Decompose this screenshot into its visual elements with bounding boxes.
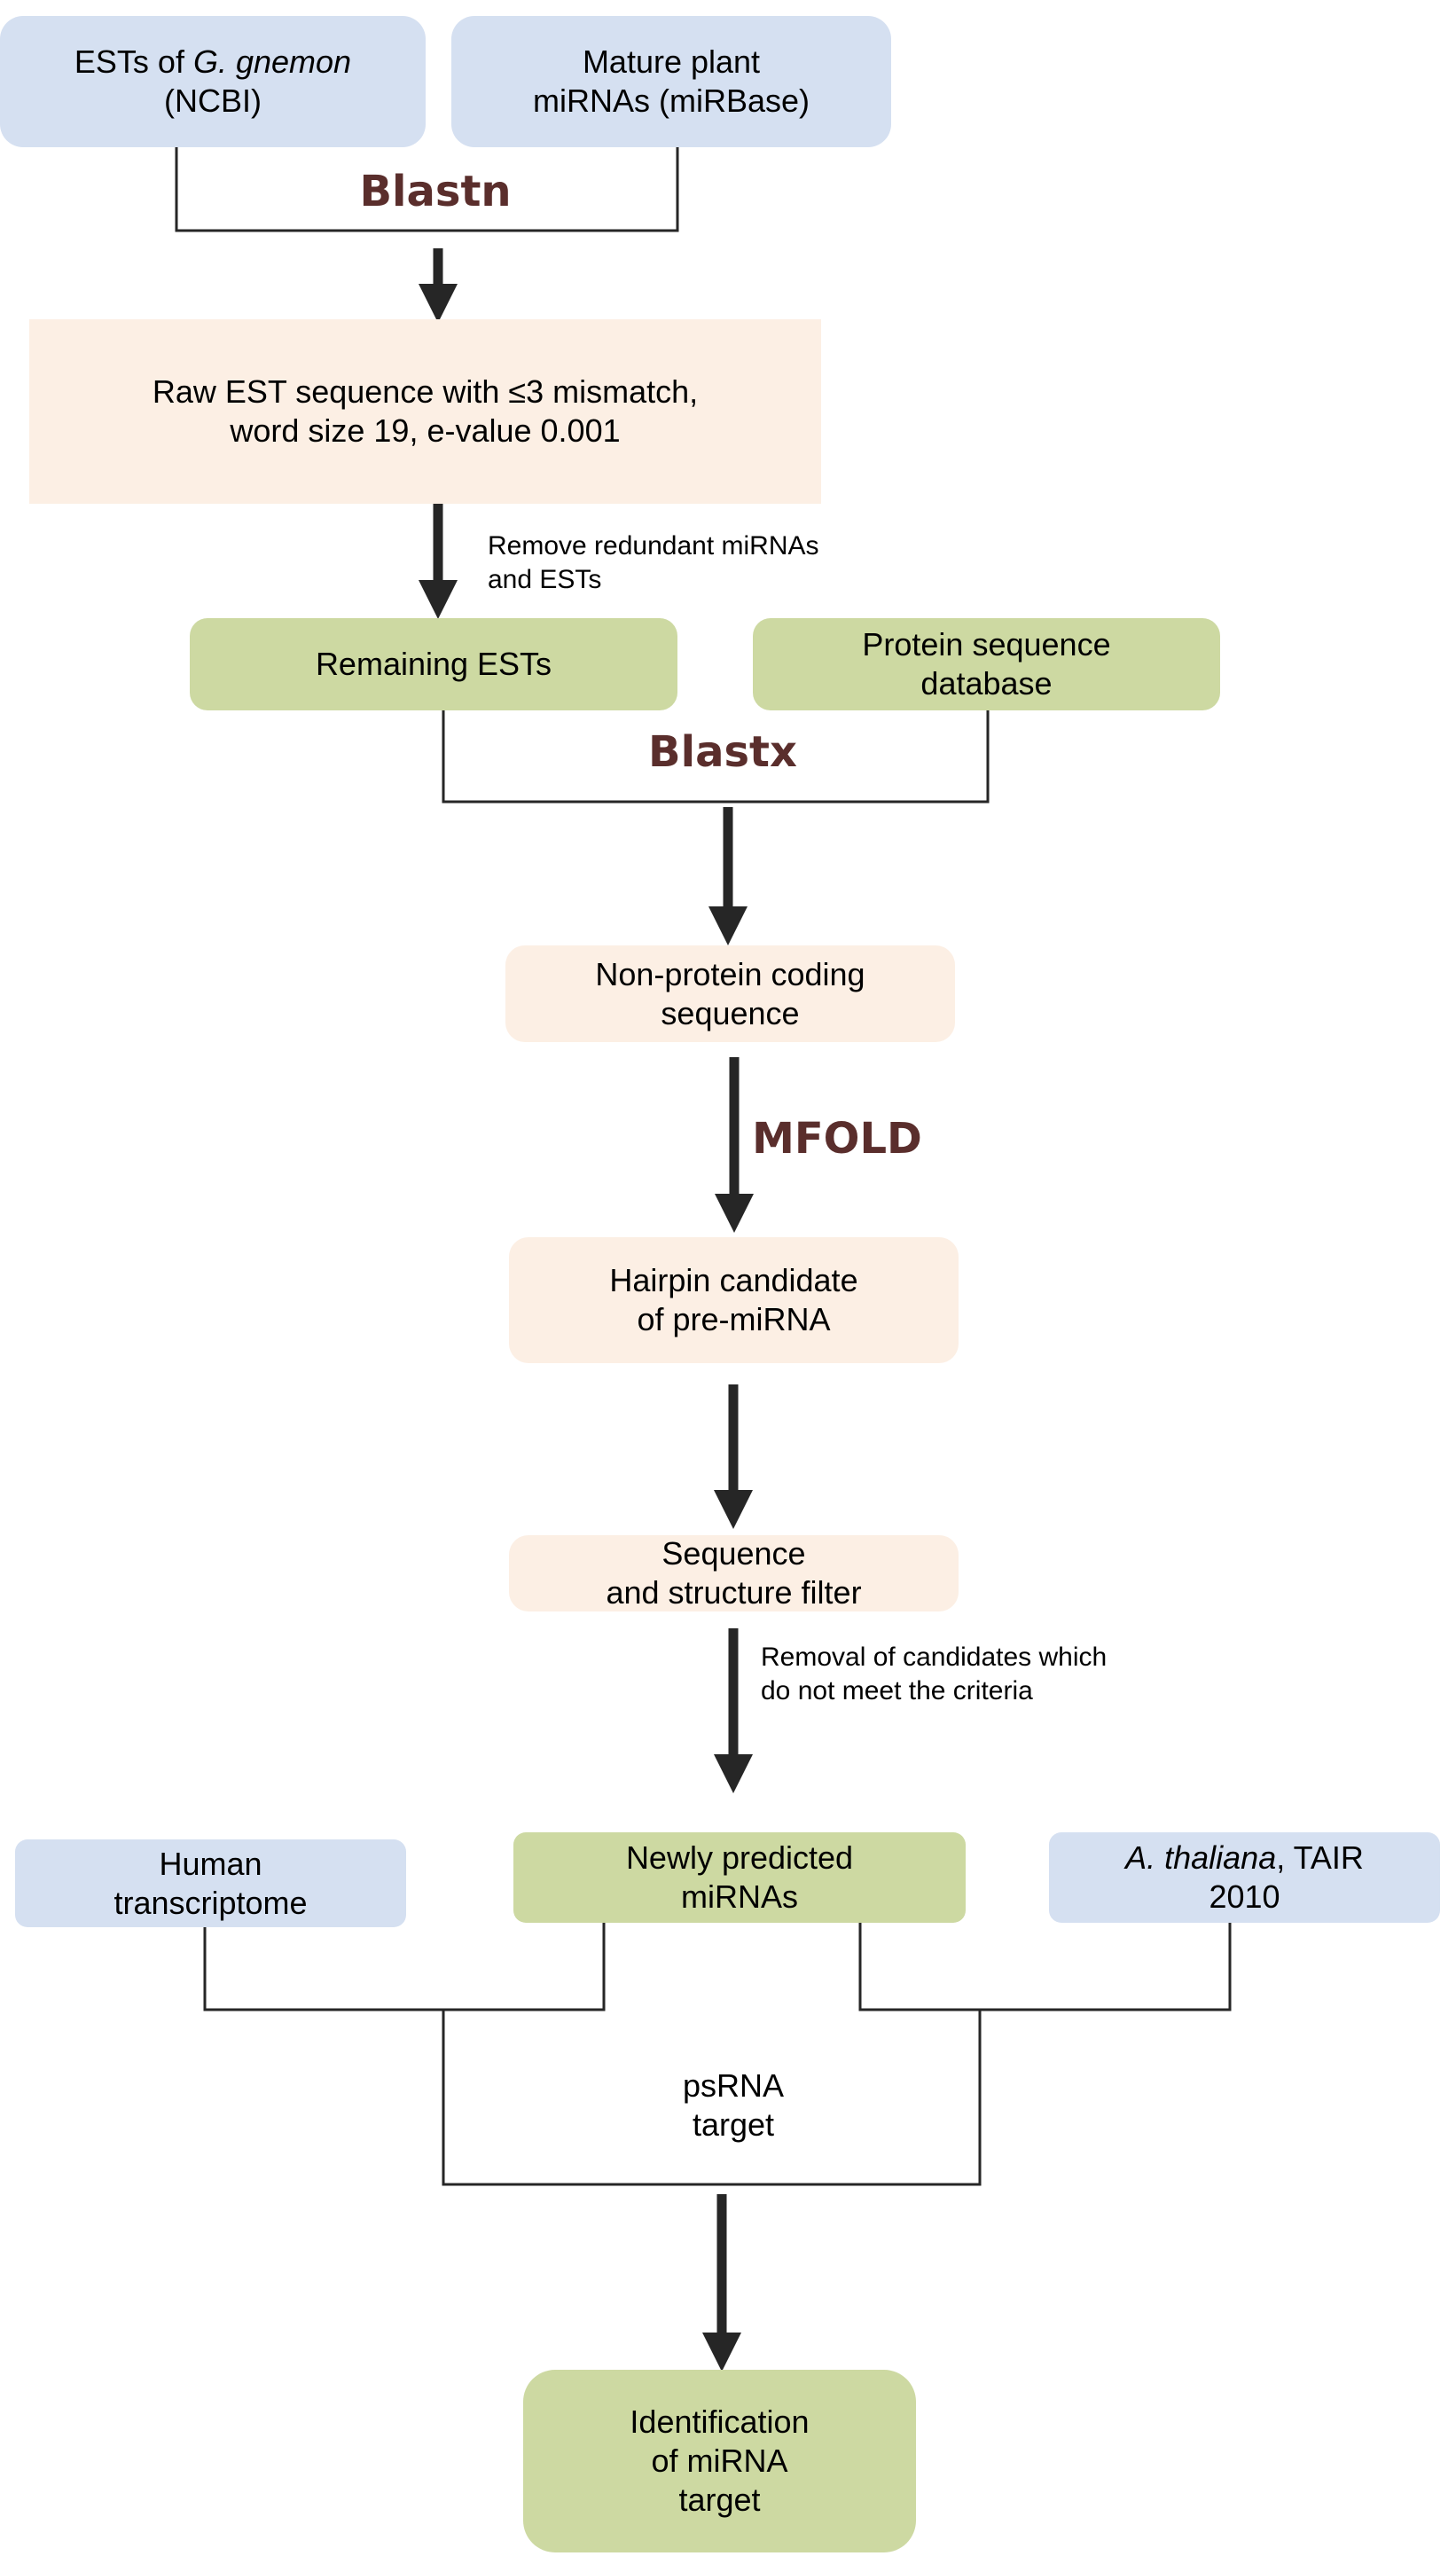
- human-line2: transcriptome: [114, 1884, 308, 1921]
- filter-line1: Sequence: [661, 1535, 806, 1572]
- blastx-bracket: [442, 710, 990, 804]
- protein-database-box: Protein sequence database: [753, 618, 1220, 710]
- newly-line2: miRNAs: [681, 1878, 798, 1915]
- newly-line1: Newly predicted: [625, 1839, 854, 1876]
- identification-line2: of miRNA: [651, 2442, 788, 2479]
- ests-box: ESTs of G. gnemon (NCBI): [0, 16, 426, 147]
- identification-line1: Identification: [630, 2403, 810, 2440]
- newly-predicted-mirnas-box: Newly predicted miRNAs: [513, 1832, 966, 1923]
- non-protein-line2: sequence: [661, 994, 800, 1031]
- mature-mirnas-box: Mature plant miRNAs (miRBase): [451, 16, 891, 147]
- hairpin-line1: Hairpin candidate: [609, 1262, 858, 1298]
- athaliana-line2: 2010: [1209, 1878, 1280, 1915]
- identification-box: Identification of miRNA target: [523, 2370, 916, 2552]
- raw-est-line2: word size 19, e-value 0.001: [230, 412, 621, 449]
- remove-redundant-note: Remove redundant miRNAs and ESTs: [488, 531, 819, 594]
- sequence-structure-filter-box: Sequence and structure filter: [509, 1535, 959, 1611]
- psrna-bracket: [442, 2010, 982, 2186]
- remaining-ests-box: Remaining ESTs: [190, 618, 677, 710]
- right-merge-bracket: [858, 1923, 1232, 2011]
- non-protein-coding-box: Non-protein coding sequence: [505, 945, 955, 1042]
- blastn-bracket: [175, 147, 679, 232]
- mature-line2: miRNAs (miRBase): [532, 82, 810, 119]
- psrna-target-label: psRNA target: [682, 2067, 785, 2143]
- mature-line1: Mature plant: [582, 43, 761, 80]
- ests-line2: (NCBI): [164, 82, 262, 119]
- removal-criteria-note: Removal of candidates which do not meet …: [761, 1643, 1108, 1705]
- filter-line2: and structure filter: [606, 1574, 862, 1611]
- mfold-label: MFOLD: [752, 1114, 922, 1164]
- raw-est-box: Raw EST sequence with ≤3 mismatch, word …: [29, 319, 821, 504]
- hairpin-line2: of pre-miRNA: [637, 1301, 831, 1337]
- protein-line1: Protein sequence: [862, 626, 1111, 663]
- athaliana-tair-box: A. thaliana, TAIR 2010: [1049, 1832, 1440, 1923]
- left-merge-bracket: [203, 1923, 606, 2011]
- hairpin-candidate-box: Hairpin candidate of pre-miRNA: [509, 1237, 959, 1363]
- human-line1: Human: [159, 1845, 262, 1882]
- athaliana-line1: A. thaliana, TAIR: [1125, 1839, 1364, 1876]
- ests-line1: ESTs of G. gnemon: [74, 43, 352, 80]
- raw-est-line1: Raw EST sequence with ≤3 mismatch,: [152, 373, 699, 410]
- remaining-line1: Remaining ESTs: [315, 646, 552, 682]
- identification-line3: target: [678, 2482, 761, 2518]
- human-transcriptome-box: Human transcriptome: [15, 1839, 406, 1927]
- protein-line2: database: [920, 665, 1053, 702]
- blastn-label: Blastn: [359, 167, 512, 216]
- blastx-label: Blastx: [648, 727, 797, 777]
- non-protein-line1: Non-protein coding: [595, 955, 865, 992]
